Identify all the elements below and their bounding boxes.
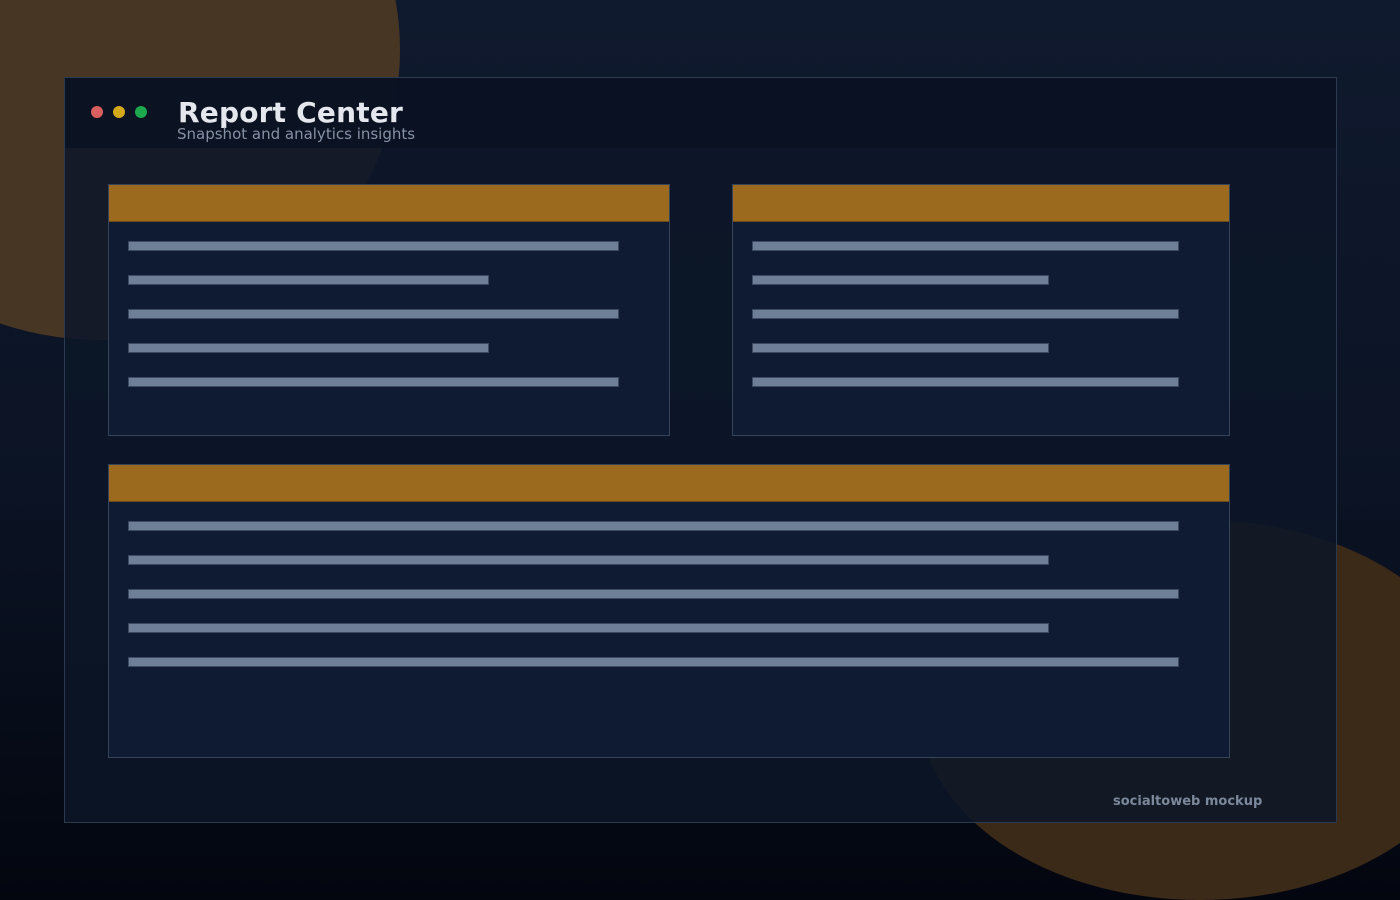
placeholder-text-line [128,343,489,353]
maximize-window-dot-icon[interactable] [135,106,147,118]
placeholder-text-line [128,309,619,319]
close-window-dot-icon[interactable] [91,106,103,118]
placeholder-text-line [128,589,1179,599]
panel-header [109,185,669,222]
panel-top-left [108,184,670,436]
report-window: Report Center Snapshot and analytics ins… [64,77,1337,823]
placeholder-text-line [128,377,619,387]
minimize-window-dot-icon[interactable] [113,106,125,118]
panel-top-right [732,184,1230,436]
placeholder-text-line [752,309,1179,319]
panel-header [733,185,1229,222]
placeholder-text-line [752,275,1049,285]
panel-bottom-wide [108,464,1230,758]
page-subtitle: Snapshot and analytics insights [177,125,416,143]
page-title: Report Center [178,96,404,129]
placeholder-text-line [128,241,619,251]
placeholder-text-line [128,623,1049,633]
placeholder-text-line [128,657,1179,667]
placeholder-text-line [752,377,1179,387]
watermark: socialtoweb mockup [1113,794,1263,809]
placeholder-text-line [752,343,1049,353]
placeholder-text-line [128,521,1179,531]
window-titlebar: Report Center Snapshot and analytics ins… [65,78,1336,148]
placeholder-text-line [128,275,489,285]
placeholder-text-line [128,555,1049,565]
panel-header [109,465,1229,502]
placeholder-text-line [752,241,1179,251]
